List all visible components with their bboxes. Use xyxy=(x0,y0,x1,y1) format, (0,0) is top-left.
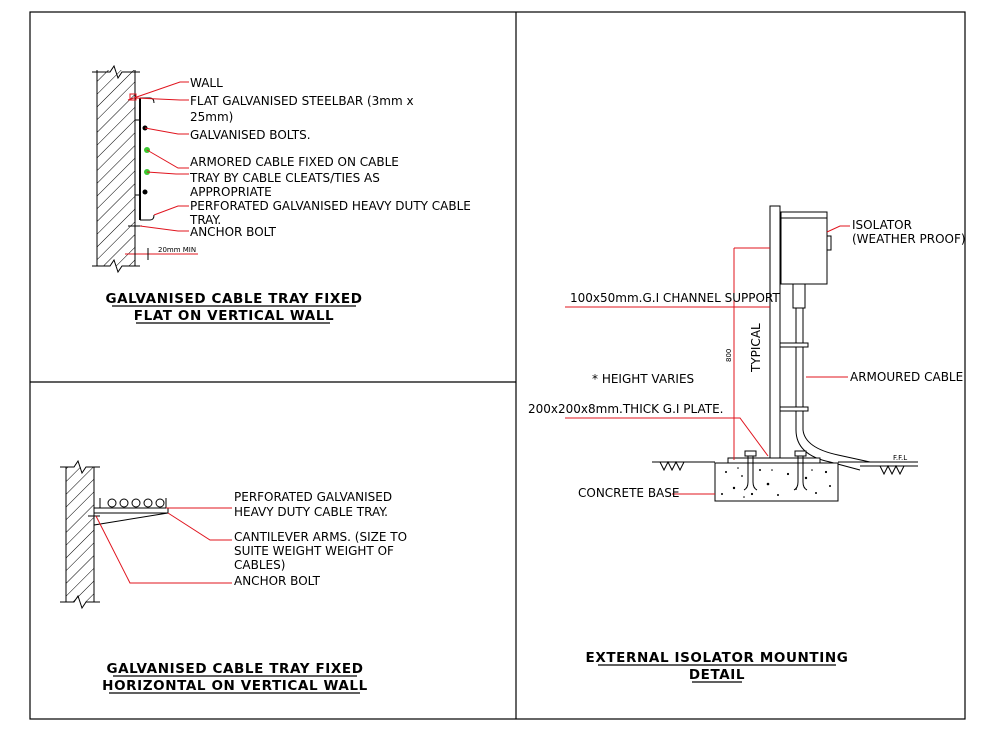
label-typical: TYPICAL xyxy=(749,323,763,373)
title-flat-tray: GALVANISED CABLE TRAY FIXED FLAT ON VERT… xyxy=(105,291,362,324)
label-isolator-line2: (WEATHER PROOF) xyxy=(852,232,966,246)
label-armoured-cable: ARMOURED CABLE xyxy=(850,370,963,384)
leader-lines xyxy=(127,81,189,232)
label-perforated-line1: PERFORATED GALVANISED xyxy=(234,490,392,504)
panel-isolator-mounting-detail: F.F.L 800 TYPICAL xyxy=(528,205,966,683)
label-anchor-bolt: ANCHOR BOLT xyxy=(234,574,321,588)
cable-tray-flat xyxy=(128,93,155,227)
title-line2: HORIZONTAL ON VERTICAL WALL xyxy=(102,678,368,694)
label-perforated-line2: HEAVY DUTY CABLE TRAY. xyxy=(234,505,388,519)
dimension-800: 800 TYPICAL xyxy=(725,247,770,460)
cable-tray-horizontal xyxy=(88,498,169,526)
title-line2: DETAIL xyxy=(689,667,745,683)
title-line1: GALVANISED CABLE TRAY FIXED xyxy=(106,661,363,677)
leader-lines xyxy=(565,225,850,495)
leader-lines xyxy=(95,507,232,584)
title-isolator: EXTERNAL ISOLATOR MOUNTING DETAIL xyxy=(586,650,849,683)
label-steelbar-line2: 25mm) xyxy=(190,110,233,124)
ground-line: F.F.L xyxy=(652,454,918,476)
sheet-frame xyxy=(29,11,966,720)
label-800: 800 xyxy=(725,349,733,362)
label-armored-line1: ARMORED CABLE FIXED ON CABLE xyxy=(190,155,399,169)
label-isolator-line1: ISOLATOR xyxy=(852,218,912,232)
label-height-varies: * HEIGHT VARIES xyxy=(592,372,694,386)
label-cantilever-line1: CANTILEVER ARMS. (SIZE TO xyxy=(234,530,407,544)
label-armored-line2: TRAY BY CABLE CLEATS/TIES AS xyxy=(189,171,380,185)
labels: PERFORATED GALVANISED HEAVY DUTY CABLE T… xyxy=(234,490,407,588)
label-concrete-base: CONCRETE BASE xyxy=(578,486,679,500)
label-cantilever-line2: SUITE WEIGHT WEIGHT OF xyxy=(234,544,394,558)
label-perforated-line2: TRAY. xyxy=(189,213,221,227)
label-cantilever-line3: CABLES) xyxy=(234,558,285,572)
label-channel-support: 100x50mm.G.I CHANNEL SUPPORT xyxy=(570,291,780,305)
label-ffl: F.F.L xyxy=(893,454,907,462)
panel-horizontal-tray-detail: PERFORATED GALVANISED HEAVY DUTY CABLE T… xyxy=(60,459,407,694)
armoured-cable xyxy=(779,283,871,471)
wall-section xyxy=(92,64,140,274)
label-steelbar-line1: FLAT GALVANISED STEELBAR (3mm x xyxy=(190,94,414,108)
label-bolts: GALVANISED BOLTS. xyxy=(190,128,311,142)
label-perforated-line1: PERFORATED GALVANISED HEAVY DUTY CABLE xyxy=(190,199,471,213)
panel-flat-tray-detail: 20mm MIN WALL FLAT GALVANISED STEELBAR (… xyxy=(92,64,471,324)
dimension-text: 20mm MIN xyxy=(158,246,196,254)
title-horizontal-tray: GALVANISED CABLE TRAY FIXED HORIZONTAL O… xyxy=(102,661,368,694)
label-gi-plate: 200x200x8mm.THICK G.I PLATE. xyxy=(528,402,723,416)
label-armored-line3: APPROPRIATE xyxy=(190,185,272,199)
concrete-base xyxy=(714,450,839,502)
title-line2: FLAT ON VERTICAL WALL xyxy=(134,308,335,324)
label-wall: WALL xyxy=(190,76,223,90)
label-anchor-bolt: ANCHOR BOLT xyxy=(190,225,277,239)
wall-section xyxy=(60,459,100,610)
labels: ISOLATOR (WEATHER PROOF) 100x50mm.G.I CH… xyxy=(528,218,966,500)
isolator-box xyxy=(780,211,832,285)
labels: WALL FLAT GALVANISED STEELBAR (3mm x 25m… xyxy=(189,76,471,239)
title-line1: GALVANISED CABLE TRAY FIXED xyxy=(105,291,362,307)
channel-support xyxy=(769,205,781,459)
dimension-20mm: 20mm MIN xyxy=(125,246,198,260)
title-line1: EXTERNAL ISOLATOR MOUNTING xyxy=(586,650,849,666)
